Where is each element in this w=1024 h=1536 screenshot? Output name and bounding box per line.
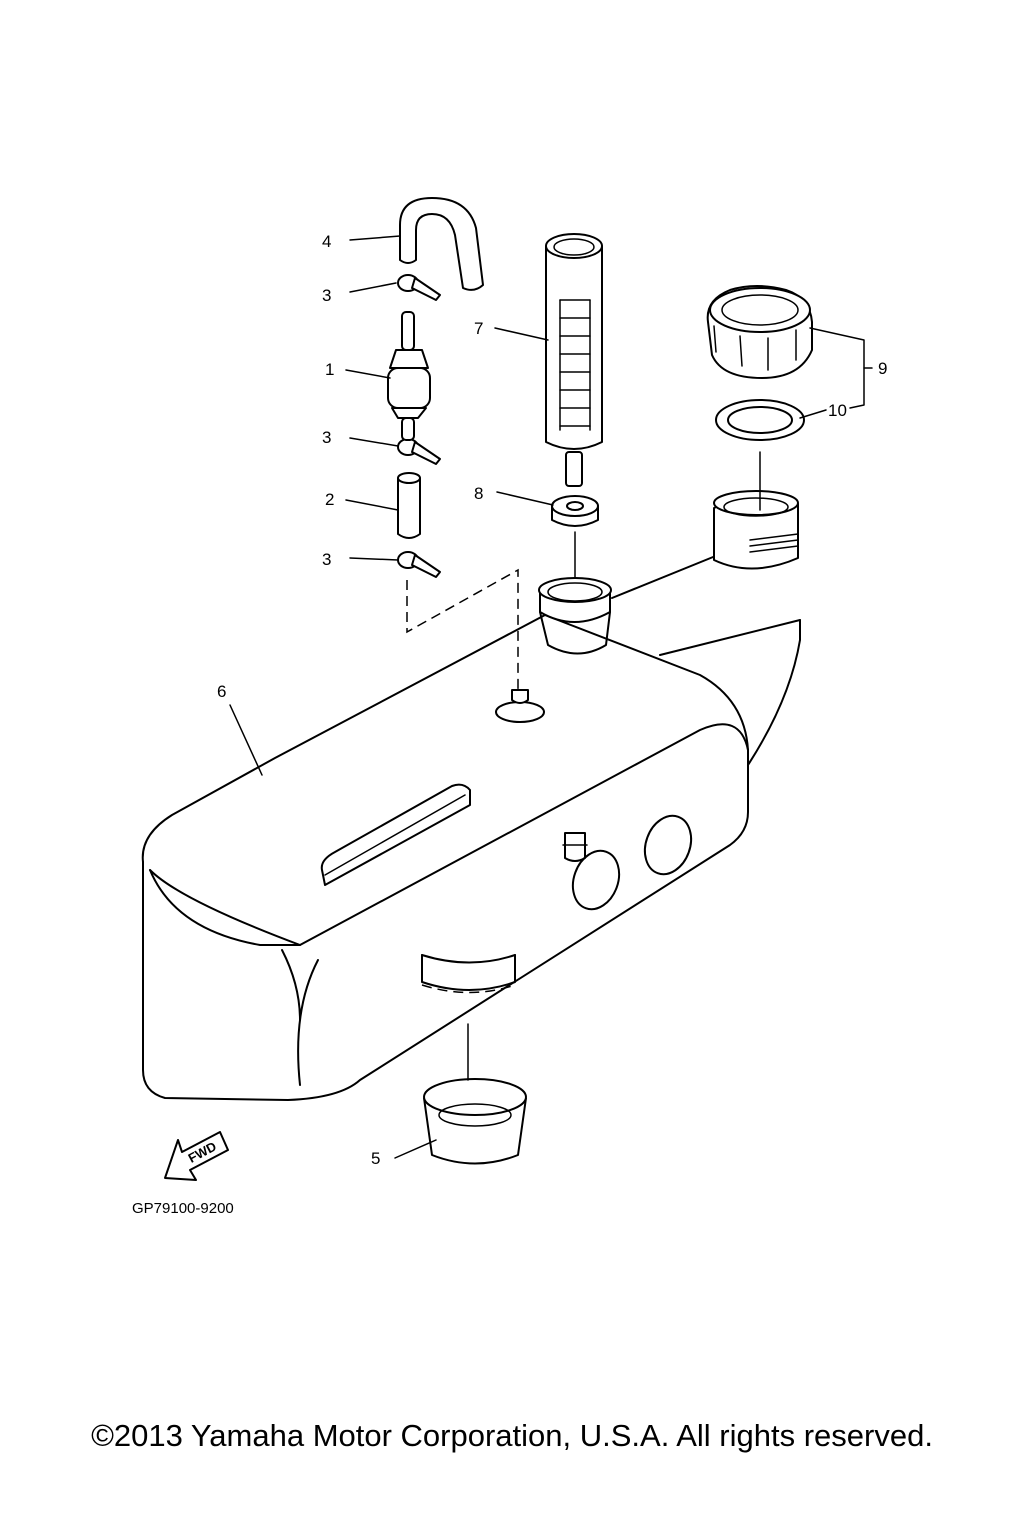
callout-9: 9 bbox=[878, 359, 887, 378]
part-3-clamp bbox=[397, 551, 441, 578]
fwd-arrow-icon: FWD bbox=[164, 1131, 229, 1181]
connection-guide-line bbox=[406, 568, 519, 690]
figure-code: GP79100-9200 bbox=[132, 1200, 234, 1217]
callout-5: 5 bbox=[371, 1149, 380, 1168]
oil-tank bbox=[141, 490, 801, 1101]
part-3-clamp bbox=[397, 274, 441, 301]
callout-3-middle: 3 bbox=[322, 428, 331, 447]
part-9-cap bbox=[706, 285, 813, 379]
part-7-strainer bbox=[545, 233, 603, 487]
callout-leaders bbox=[229, 235, 873, 1159]
callout-10: 10 bbox=[828, 401, 847, 420]
part-2-hose bbox=[397, 472, 421, 539]
callout-2: 2 bbox=[325, 490, 334, 509]
part-1-filter bbox=[387, 311, 431, 441]
part-5-cap bbox=[423, 1078, 527, 1165]
part-3-clamp bbox=[397, 438, 441, 465]
callout-8: 8 bbox=[474, 484, 483, 503]
callout-3-top: 3 bbox=[322, 286, 331, 305]
callout-3-bottom: 3 bbox=[322, 550, 331, 569]
callout-1: 1 bbox=[325, 360, 334, 379]
callout-6: 6 bbox=[217, 682, 226, 701]
copyright-notice: ©2013 Yamaha Motor Corporation, U.S.A. A… bbox=[91, 1418, 933, 1453]
part-4-hose bbox=[399, 197, 484, 291]
callout-7: 7 bbox=[474, 319, 483, 338]
part-10-gasket bbox=[715, 399, 805, 441]
callout-4: 4 bbox=[322, 232, 331, 251]
part-8-grommet bbox=[551, 495, 599, 527]
